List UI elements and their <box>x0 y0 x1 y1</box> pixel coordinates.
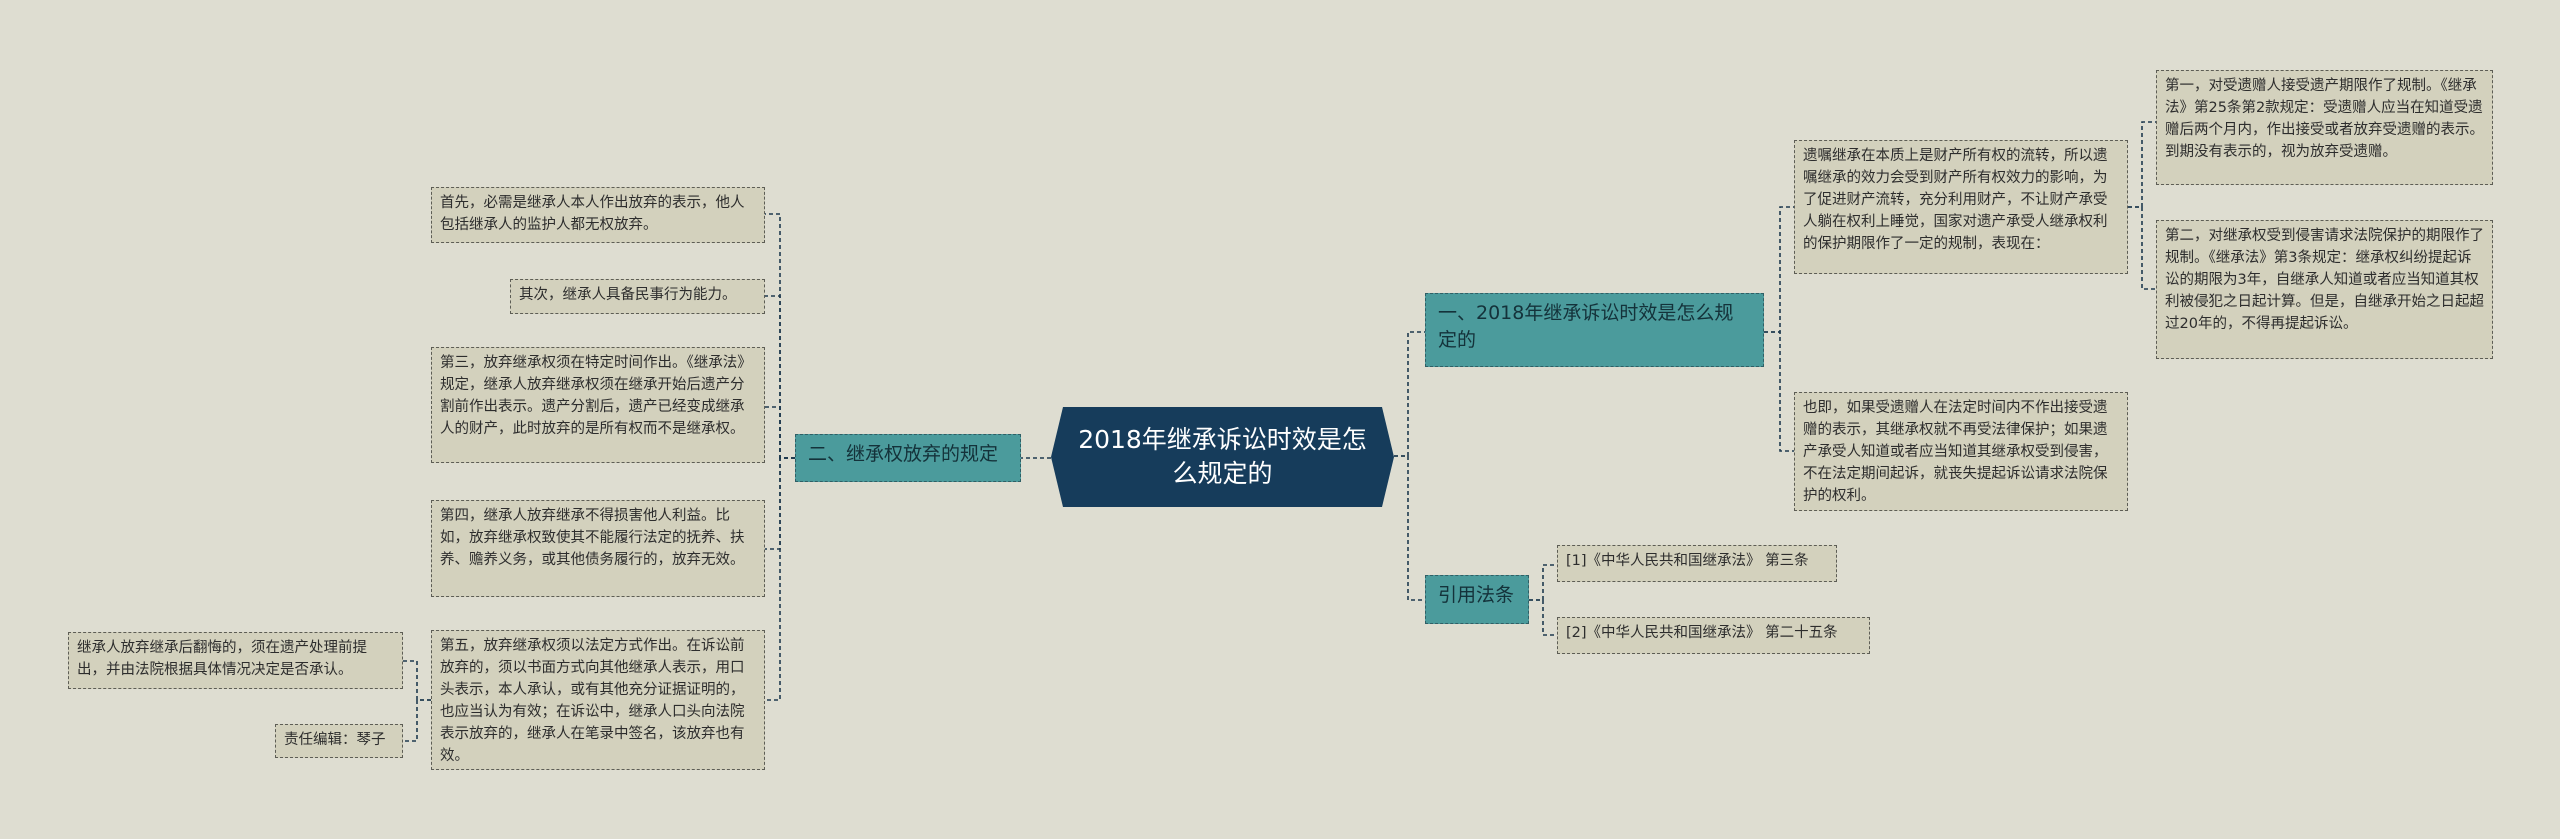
link-r1-r1a <box>2128 121 2156 208</box>
leaf-text: 责任编辑：琴子 <box>284 732 386 748</box>
link-b2-l5 <box>765 457 795 701</box>
branch-cited-laws[interactable]: 引用法条 <box>1425 575 1529 624</box>
link-b2-l2 <box>765 295 795 459</box>
leaf-first-bequest-period[interactable]: 第一，对受遗赠人接受遗产期限作了规制。《继承法》第25条第2款规定：受遗赠人应当… <box>2156 70 2493 185</box>
leaf-law-article-25[interactable]: [2]《中华人民共和国继承法》 第二十五条 <box>1557 617 1870 654</box>
leaf-first-condition[interactable]: 首先，必需是继承人本人作出放弃的表示，他人包括继承人的监护人都无权放弃。 <box>431 187 765 243</box>
link-b1-r1 <box>1764 206 1794 333</box>
leaf-text: 首先，必需是继承人本人作出放弃的表示，他人包括继承人的监护人都无权放弃。 <box>440 195 745 233</box>
leaf-fifth-condition[interactable]: 第五，放弃继承权须以法定方式作出。在诉讼前放弃的，须以书面方式向其他继承人表示，… <box>431 630 765 770</box>
leaf-text: [2]《中华人民共和国继承法》 第二十五条 <box>1566 625 1838 641</box>
root-title: 2018年继承诉讼时效是怎么规定的 <box>1078 425 1367 488</box>
leaf-text: 第四，继承人放弃继承不得损害他人利益。比如，放弃继承权致使其不能履行法定的抚养、… <box>440 508 745 568</box>
leaf-summary[interactable]: 也即，如果受遗赠人在法定时间内不作出接受遗赠的表示，其继承权就不再受法律保护；如… <box>1794 392 2128 511</box>
leaf-fourth-condition[interactable]: 第四，继承人放弃继承不得损害他人利益。比如，放弃继承权致使其不能履行法定的抚养、… <box>431 500 765 597</box>
root-topic[interactable]: 2018年继承诉讼时效是怎么规定的 <box>1051 407 1394 507</box>
leaf-second-protection-period[interactable]: 第二，对继承权受到侵害请求法院保护的期限作了规制。《继承法》第3条规定：继承权纠… <box>2156 220 2493 359</box>
leaf-editor[interactable]: 责任编辑：琴子 <box>275 724 403 758</box>
leaf-text: 遗嘱继承在本质上是财产所有权的流转，所以遗嘱继承的效力会受到财产所有权效力的影响… <box>1803 148 2108 252</box>
leaf-text: 也即，如果受遗赠人在法定时间内不作出接受遗赠的表示，其继承权就不再受法律保护；如… <box>1803 400 2108 504</box>
leaf-text: 其次，继承人具备民事行为能力。 <box>519 287 737 303</box>
branch-label: 引用法条 <box>1438 584 1515 606</box>
branch-statute-of-limitations[interactable]: 一、2018年继承诉讼时效是怎么规定的 <box>1425 293 1764 367</box>
leaf-second-condition[interactable]: 其次，继承人具备民事行为能力。 <box>510 279 765 314</box>
branch-waiver-rules[interactable]: 二、继承权放弃的规定 <box>795 434 1021 482</box>
leaf-text: 第五，放弃继承权须以法定方式作出。在诉讼前放弃的，须以书面方式向其他继承人表示，… <box>440 638 745 764</box>
link-root-b1 <box>1394 331 1425 457</box>
leaf-law-article-3[interactable]: [1]《中华人民共和国继承法》 第三条 <box>1557 545 1837 582</box>
link-b2-l3 <box>765 406 795 459</box>
leaf-text: 继承人放弃继承后翻悔的，须在遗产处理前提出，并由法院根据具体情况决定是否承认。 <box>77 640 367 678</box>
leaf-text: 第二，对继承权受到侵害请求法院保护的期限作了规制。《继承法》第3条规定：继承权纠… <box>2165 228 2484 332</box>
leaf-text: 第一，对受遗赠人接受遗产期限作了规制。《继承法》第25条第2款规定：受遗赠人应当… <box>2165 78 2484 160</box>
branch-label: 二、继承权放弃的规定 <box>808 443 999 465</box>
leaf-third-condition[interactable]: 第三，放弃继承权须在特定时间作出。《继承法》规定，继承人放弃继承权须在继承开始后… <box>431 347 765 463</box>
leaf-will-inheritance-intro[interactable]: 遗嘱继承在本质上是财产所有权的流转，所以遗嘱继承的效力会受到财产所有权效力的影响… <box>1794 140 2128 274</box>
leaf-retraction-note[interactable]: 继承人放弃继承后翻悔的，须在遗产处理前提出，并由法院根据具体情况决定是否承认。 <box>68 632 403 689</box>
link-root-b3 <box>1394 455 1425 601</box>
leaf-text: 第三，放弃继承权须在特定时间作出。《继承法》规定，继承人放弃继承权须在继承开始后… <box>440 355 752 437</box>
leaf-text: [1]《中华人民共和国继承法》 第三条 <box>1566 553 1809 569</box>
link-l5-l5b <box>403 699 431 742</box>
link-b3-law2 <box>1529 599 1557 636</box>
branch-label: 一、2018年继承诉讼时效是怎么规定的 <box>1438 302 1734 351</box>
link-b1-r2 <box>1764 331 1794 452</box>
link-r1-r1b <box>2128 206 2156 290</box>
link-b3-law1 <box>1529 564 1557 601</box>
link-l5-l5a <box>403 660 431 701</box>
